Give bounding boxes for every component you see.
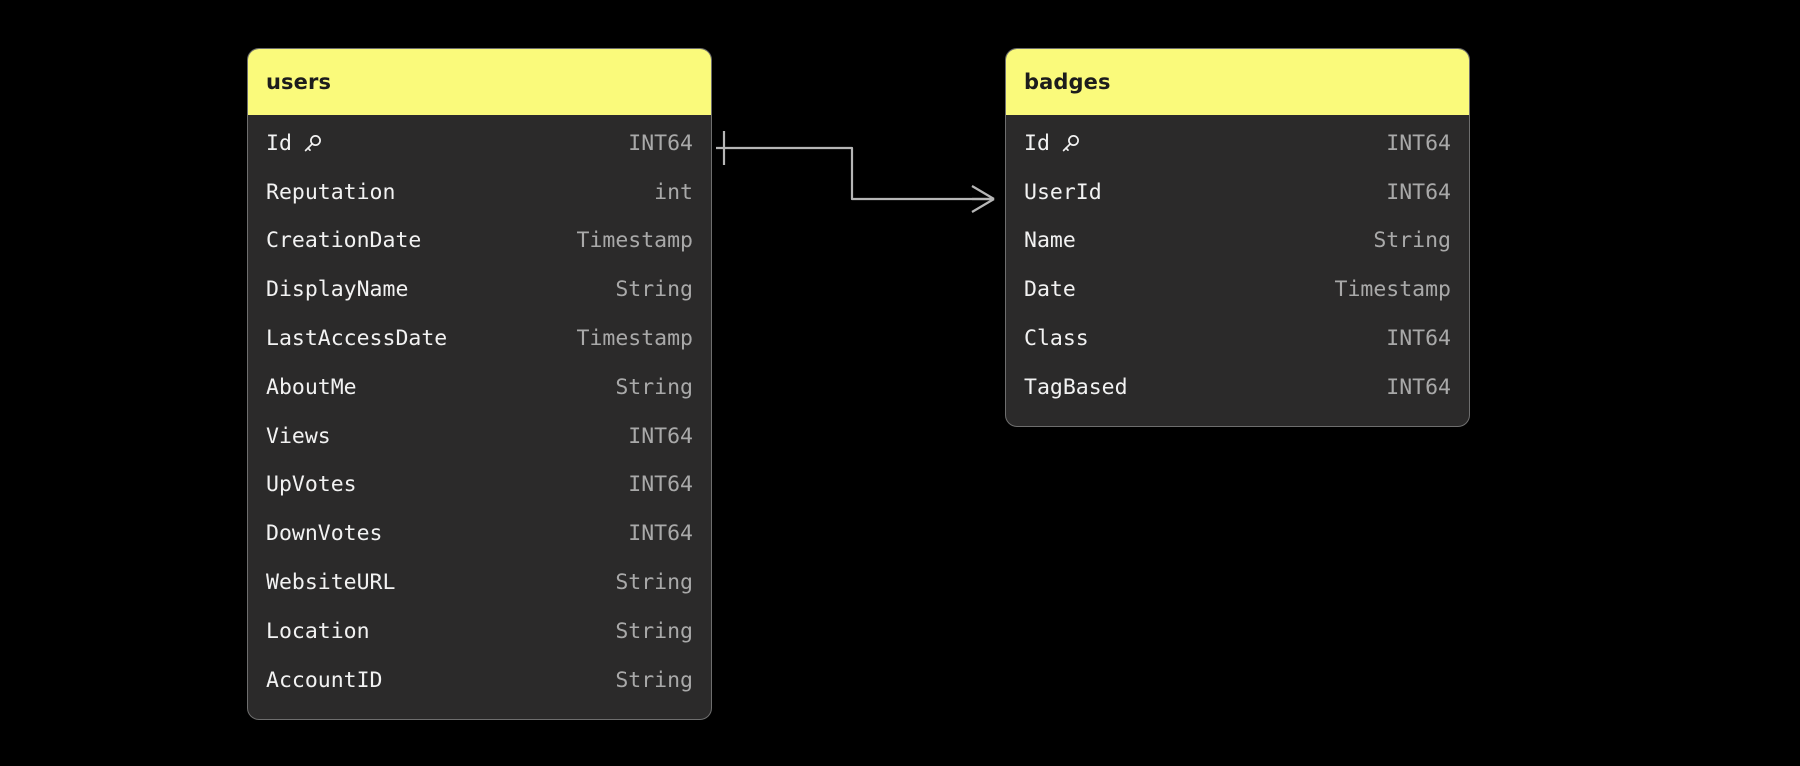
field-row-accountid[interactable]: AccountID String bbox=[248, 656, 711, 705]
field-type: INT64 bbox=[1386, 326, 1451, 352]
field-type: Timestamp bbox=[576, 228, 694, 254]
entity-card-badges[interactable]: badges Id INT64 Use bbox=[1005, 48, 1470, 427]
entity-field-list-users: Id INT64 Reputation int bbox=[248, 115, 711, 719]
field-type: Timestamp bbox=[1334, 277, 1452, 303]
field-label: TagBased bbox=[1024, 374, 1128, 400]
field-name-cell: Id bbox=[1024, 131, 1081, 156]
field-label: DisplayName bbox=[266, 277, 409, 303]
field-name-cell: TagBased bbox=[1024, 375, 1128, 400]
field-row-tagbased[interactable]: TagBased INT64 bbox=[1006, 363, 1469, 412]
field-row-name[interactable]: Name String bbox=[1006, 217, 1469, 266]
field-label: LastAccessDate bbox=[266, 326, 448, 352]
field-row-userid[interactable]: UserId INT64 bbox=[1006, 168, 1469, 217]
field-name-cell: UpVotes bbox=[266, 472, 357, 497]
field-row-upvotes[interactable]: UpVotes INT64 bbox=[248, 461, 711, 510]
field-name-cell: Date bbox=[1024, 277, 1076, 302]
field-label: Id bbox=[266, 130, 292, 156]
field-name-cell: UserId bbox=[1024, 180, 1102, 205]
field-type: String bbox=[1373, 228, 1451, 254]
field-type: INT64 bbox=[1386, 179, 1451, 205]
field-type: INT64 bbox=[1386, 130, 1451, 156]
field-name-cell: LastAccessDate bbox=[266, 326, 447, 351]
field-name-cell: Reputation bbox=[266, 180, 395, 205]
field-type: INT64 bbox=[628, 472, 693, 498]
field-label: Reputation bbox=[266, 179, 396, 205]
field-label: WebsiteURL bbox=[266, 570, 396, 596]
relationship-users-badges[interactable] bbox=[716, 131, 995, 213]
field-label: Location bbox=[266, 618, 370, 644]
field-type: INT64 bbox=[628, 130, 693, 156]
field-name-cell: AboutMe bbox=[266, 375, 357, 400]
field-type: String bbox=[615, 570, 693, 596]
field-row-id[interactable]: Id INT64 bbox=[1006, 119, 1469, 168]
field-row-aboutme[interactable]: AboutMe String bbox=[248, 363, 711, 412]
field-type: int bbox=[654, 179, 693, 205]
field-label: AccountID bbox=[266, 667, 383, 693]
field-label: AboutMe bbox=[266, 374, 357, 400]
field-name-cell: Views bbox=[266, 424, 331, 449]
field-row-reputation[interactable]: Reputation int bbox=[248, 168, 711, 217]
field-label: Class bbox=[1024, 326, 1089, 352]
field-row-creationdate[interactable]: CreationDate Timestamp bbox=[248, 217, 711, 266]
field-name-cell: DisplayName bbox=[266, 277, 408, 302]
key-icon bbox=[301, 133, 323, 155]
field-label: CreationDate bbox=[266, 228, 422, 254]
field-label: Id bbox=[1024, 130, 1050, 156]
field-label: DownVotes bbox=[266, 521, 383, 547]
entity-title-badges: badges bbox=[1024, 70, 1111, 94]
entity-card-users[interactable]: users Id INT64 Repu bbox=[247, 48, 712, 720]
field-name-cell: DownVotes bbox=[266, 521, 383, 546]
field-label: UserId bbox=[1024, 179, 1102, 205]
field-name-cell: Class bbox=[1024, 326, 1089, 351]
field-name-cell: Id bbox=[266, 131, 323, 156]
field-name-cell: AccountID bbox=[266, 668, 383, 693]
field-row-date[interactable]: Date Timestamp bbox=[1006, 265, 1469, 314]
field-row-class[interactable]: Class INT64 bbox=[1006, 314, 1469, 363]
field-row-displayname[interactable]: DisplayName String bbox=[248, 265, 711, 314]
field-name-cell: WebsiteURL bbox=[266, 570, 395, 595]
field-type: INT64 bbox=[628, 521, 693, 547]
field-row-id[interactable]: Id INT64 bbox=[248, 119, 711, 168]
field-type: Timestamp bbox=[576, 326, 694, 352]
field-label: Views bbox=[266, 423, 331, 449]
field-type: String bbox=[615, 374, 693, 400]
field-row-views[interactable]: Views INT64 bbox=[248, 412, 711, 461]
field-type: INT64 bbox=[628, 423, 693, 449]
entity-header-badges[interactable]: badges bbox=[1006, 49, 1469, 115]
field-row-downvotes[interactable]: DownVotes INT64 bbox=[248, 509, 711, 558]
entity-title-users: users bbox=[266, 70, 332, 94]
field-row-location[interactable]: Location String bbox=[248, 607, 711, 656]
field-row-lastaccessdate[interactable]: LastAccessDate Timestamp bbox=[248, 314, 711, 363]
field-row-websiteurl[interactable]: WebsiteURL String bbox=[248, 558, 711, 607]
field-name-cell: CreationDate bbox=[266, 228, 421, 253]
entity-field-list-badges: Id INT64 UserId INT64 bbox=[1006, 115, 1469, 426]
field-label: Date bbox=[1024, 277, 1076, 303]
field-type: String bbox=[615, 618, 693, 644]
field-label: UpVotes bbox=[266, 472, 357, 498]
field-type: String bbox=[615, 277, 693, 303]
field-type: String bbox=[615, 667, 693, 693]
field-name-cell: Name bbox=[1024, 228, 1076, 253]
entity-header-users[interactable]: users bbox=[248, 49, 711, 115]
field-type: INT64 bbox=[1386, 374, 1451, 400]
cardinality-many-crowfoot-marker bbox=[971, 185, 995, 213]
field-label: Name bbox=[1024, 228, 1076, 254]
field-name-cell: Location bbox=[266, 619, 370, 644]
relationship-line bbox=[716, 146, 994, 201]
key-icon bbox=[1059, 133, 1081, 155]
